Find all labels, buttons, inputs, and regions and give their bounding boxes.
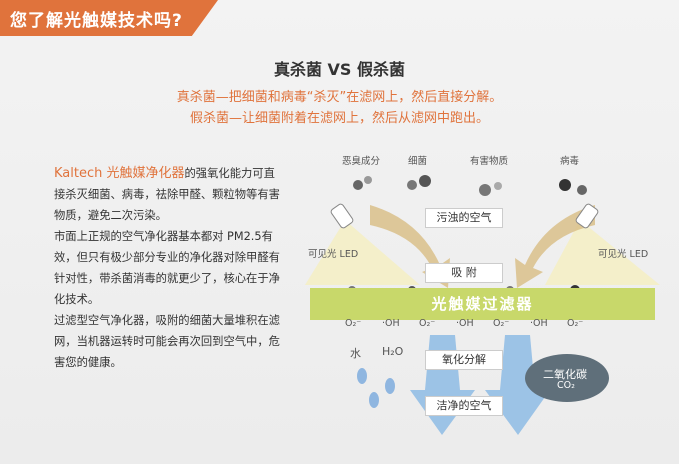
- molecule-superoxide: O₂⁻: [419, 318, 436, 329]
- label-bacteria: 细菌: [408, 156, 428, 167]
- harmful-particle: [494, 182, 502, 190]
- harmful-particle: [479, 184, 491, 196]
- label-odor: 恶臭成分: [342, 156, 381, 167]
- led-lamp-right-icon: [575, 203, 599, 229]
- molecule-row: O₂⁻ ·OH O₂⁻ ·OH O₂⁻ ·OH O₂⁻: [345, 318, 585, 334]
- odor-particle: [353, 180, 363, 190]
- water-drop-icon: [385, 378, 395, 394]
- label-led-left: 可见光 LED: [308, 249, 359, 260]
- paragraph-1-text: 的强氧化能力可直接杀灭细菌、病毒，祛除甲醛、颗粒物等有害物质，避免二次污染。: [54, 167, 280, 222]
- co2-cloud-icon: [525, 354, 609, 402]
- stage-clean-air: 洁净的空气: [425, 396, 503, 416]
- led-lamp-left-icon: [330, 203, 354, 229]
- label-led-right: 可见光 LED: [598, 249, 649, 260]
- virus-particle: [577, 185, 587, 195]
- molecule-hydroxyl: ·OH: [530, 318, 548, 329]
- label-water: 水: [350, 347, 361, 360]
- body-text: Kaltech 光触媒净化器的强氧化能力可直接杀灭细菌、病毒，祛除甲醛、颗粒物等…: [54, 163, 284, 373]
- bacteria-particle: [419, 175, 431, 187]
- header-title: 您了解光触媒技术吗?: [10, 11, 183, 31]
- molecule-hydroxyl: ·OH: [382, 318, 400, 329]
- water-drop-icon: [369, 392, 379, 408]
- label-water-formula: H₂O: [382, 345, 404, 358]
- arrow-in-right: [515, 205, 595, 288]
- label-harmful: 有害物质: [470, 156, 509, 167]
- light-beam-left: [305, 220, 420, 285]
- photocatalyst-filter-band: 光触媒过滤器: [310, 288, 655, 320]
- molecule-superoxide: O₂⁻: [567, 318, 584, 329]
- label-co2: 二氧化碳: [543, 368, 587, 381]
- paragraph-3: 过滤型空气净化器，吸附的细菌大量堆积在滤网，当机器运转时可能会再次回到空气中，危…: [54, 314, 280, 369]
- header-tab: [0, 0, 218, 36]
- virus-particle: [559, 179, 571, 191]
- stage-adsorb: 吸 附: [425, 263, 503, 283]
- stage-oxidize: 氧化分解: [425, 350, 503, 370]
- subtitle-true-sterilization: 真杀菌—把细菌和病毒“杀灭”在滤网上，然后直接分解。: [176, 90, 503, 105]
- molecule-superoxide: O₂⁻: [345, 318, 362, 329]
- light-beam-right: [545, 220, 660, 285]
- photocatalyst-diagram: 恶臭成分 细菌 有害物质 病毒 可见光 LED 可见光 LED 污浊的空气 吸 …: [300, 150, 670, 450]
- paragraph-2: 市面上正规的空气净化器基本都对 PM2.5有效，但只有极少部分专业的净化器对除甲…: [54, 230, 280, 306]
- odor-particle: [364, 176, 372, 184]
- bacteria-particle: [407, 180, 417, 190]
- water-drop-icon: [357, 368, 367, 384]
- stage-dirty-air: 污浊的空气: [425, 208, 503, 228]
- subtitle-false-sterilization: 假杀菌—让细菌附着在滤网上，然后从滤网中跑出。: [189, 111, 489, 126]
- label-co2-formula: CO₂: [557, 380, 575, 391]
- paragraph-1: Kaltech 光触媒净化器的强氧化能力可直接杀灭细菌、病毒，祛除甲醛、颗粒物等…: [54, 163, 284, 226]
- brand-name: Kaltech 光触媒净化器: [54, 166, 185, 181]
- molecule-hydroxyl: ·OH: [456, 318, 474, 329]
- section-heading: 真杀菌 VS 假杀菌: [273, 60, 406, 79]
- molecule-superoxide: O₂⁻: [493, 318, 510, 329]
- arrow-in-left: [370, 205, 450, 288]
- label-virus: 病毒: [560, 156, 580, 167]
